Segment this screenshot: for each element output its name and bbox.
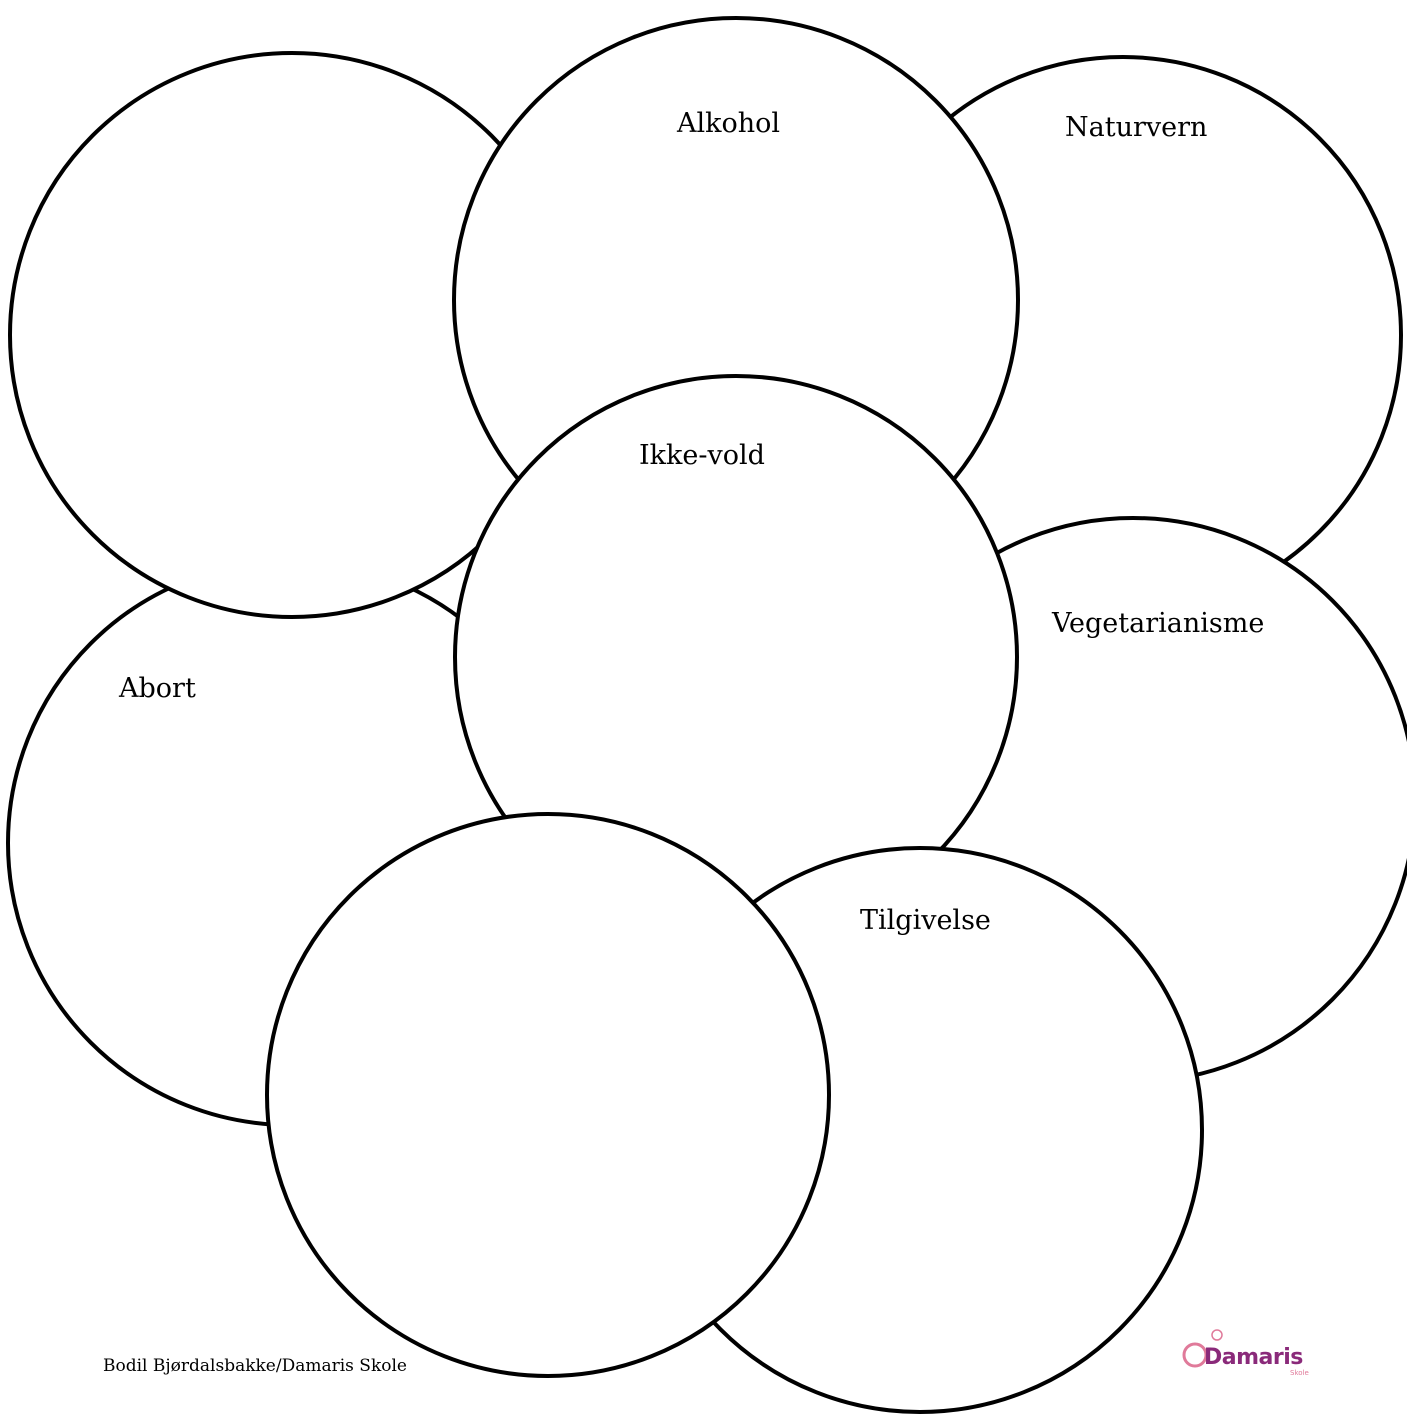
circle-bottom-left xyxy=(265,812,831,1378)
logo-dot-icon xyxy=(1211,1329,1223,1341)
logo-ring-icon xyxy=(1182,1342,1208,1368)
footer-credit: Bodil Bjørdalsbakke/Damaris Skole xyxy=(103,1356,407,1376)
label-ikke-vold: Ikke-vold xyxy=(639,440,765,471)
damaris-logo: Damaris Skole xyxy=(1182,1329,1309,1377)
label-vegetarianisme: Vegetarianisme xyxy=(1051,608,1264,639)
label-naturvern: Naturvern xyxy=(1065,112,1207,143)
logo-name: Damaris xyxy=(1204,1345,1303,1370)
label-tilgivelse: Tilgivelse xyxy=(860,905,991,936)
label-abort: Abort xyxy=(118,673,196,704)
logo-sub: Skole xyxy=(1290,1369,1309,1377)
label-alkohol: Alkohol xyxy=(676,108,780,139)
